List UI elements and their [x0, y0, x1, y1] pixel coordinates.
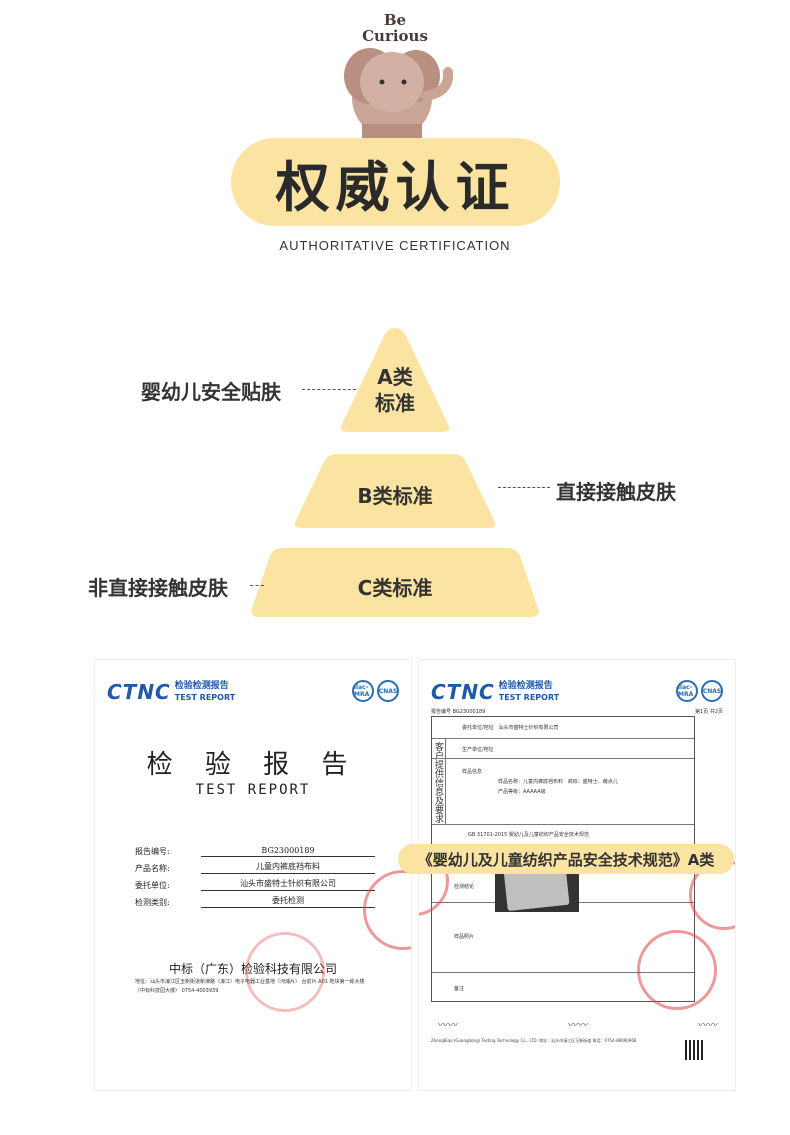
title-pill: 权威认证 [231, 138, 560, 226]
ctc-logo-mark: CTNC [431, 680, 495, 704]
side-column-label: 客户提供信息及要求 [432, 739, 446, 825]
cnas-badge-icon: CNAS [701, 680, 723, 702]
signature-row: 〰〰 〰〰 〰〰 [437, 1016, 717, 1031]
report-title: 检 验 报 告 [146, 750, 360, 780]
info-row: 检测类别: 委托检测 [135, 891, 375, 908]
ctc-logo: CTNC 检验检测报告 TEST REPORT [107, 680, 235, 704]
page-title: 权威认证 [275, 155, 516, 219]
company-address: ZhongBiao (Guangdong) Testing Technology… [431, 1038, 637, 1043]
report-title-en: TEST REPORT [195, 782, 311, 798]
ctc-logo-mark: CTNC [107, 680, 171, 704]
ilac-badge-icon: ilac-MRA [676, 680, 698, 702]
signature-icon: 〰〰 [697, 1020, 717, 1031]
page-subtitle: AUTHORITATIVE CERTIFICATION [279, 238, 511, 253]
tier-b-connector [498, 487, 550, 488]
info-row: 产品名称: 儿童内裤底裆布料 [135, 857, 375, 874]
accreditation-badges: ilac-MRA CNAS [352, 680, 399, 702]
table-row: 备注 [454, 986, 465, 992]
logo-en: TEST REPORT [174, 693, 236, 702]
table-row: 生产单位/地址 [432, 739, 694, 759]
cnas-badge-icon: CNAS [377, 680, 399, 702]
tier-a-shape [340, 328, 450, 432]
test-report-detail: CTNC 检验检测报告 TEST REPORT ilac-MRA CNAS 报告… [419, 660, 735, 1090]
table-row: 样品信息 样品名称：儿童内裤底裆布料 商标：盛特士、萌点儿 产品等级：AAAAA… [432, 759, 694, 825]
tier-c-side-label: 非直接接触皮肤 [88, 576, 228, 600]
qr-code-icon [685, 1040, 705, 1060]
signature-icon: 〰〰 [437, 1020, 457, 1031]
tier-c-connector [250, 585, 264, 586]
tier-a-label: A类 标准 [375, 365, 415, 415]
mascot-text: Be Curious [362, 11, 428, 45]
logo-cn: 检验检测报告 [174, 681, 229, 691]
tier-c-label: C类标准 [357, 576, 433, 600]
info-row: 报告编号: BG23000189 [135, 840, 375, 857]
red-seal-icon [245, 932, 325, 1012]
signature-icon: 〰〰 [567, 1020, 587, 1031]
accreditation-badges: ilac-MRA CNAS [676, 680, 723, 702]
info-row: 委托单位: 汕头市盛特士针织有限公司 [135, 874, 375, 891]
pyramid-shapes [251, 328, 539, 617]
table-row: 样品照片 [432, 903, 694, 973]
tier-b-side-label: 直接接触皮肤 [556, 480, 676, 504]
standard-pyramid: A类 标准 B类标准 C类标准 婴幼儿安全贴肤 直接接触皮肤 非直接接触皮肤 [0, 320, 790, 630]
report-header-line: 报告编号 BG23000189 第1页 共2页 [431, 709, 723, 715]
ilac-badge-icon: ilac-MRA [352, 680, 374, 702]
elephant-mascot-icon [344, 48, 454, 140]
tier-a-side-label: 婴幼儿安全贴肤 [141, 380, 281, 404]
company-phone: 0754-4003939 [181, 988, 219, 994]
tier-a-connector [302, 389, 356, 390]
table-row: 委托单位/地址 汕头市盛特士针织有限公司 [432, 717, 694, 739]
tier-b-shape [294, 454, 496, 528]
tier-c-shape [251, 548, 539, 617]
ctc-logo: CTNC 检验检测报告 TEST REPORT [431, 680, 560, 704]
test-report-cover: CTNC 检验检测报告 TEST REPORT ilac-MRA CNAS 检 … [95, 660, 411, 1090]
tier-b-label: B类标准 [357, 484, 433, 508]
standard-banner: 《婴幼儿及儿童纺织产品安全技术规范》A类 [398, 844, 734, 874]
report-info-fields: 报告编号: BG23000189 产品名称: 儿童内裤底裆布料 委托单位: 汕头… [135, 840, 375, 908]
red-seal-icon [637, 930, 717, 1010]
